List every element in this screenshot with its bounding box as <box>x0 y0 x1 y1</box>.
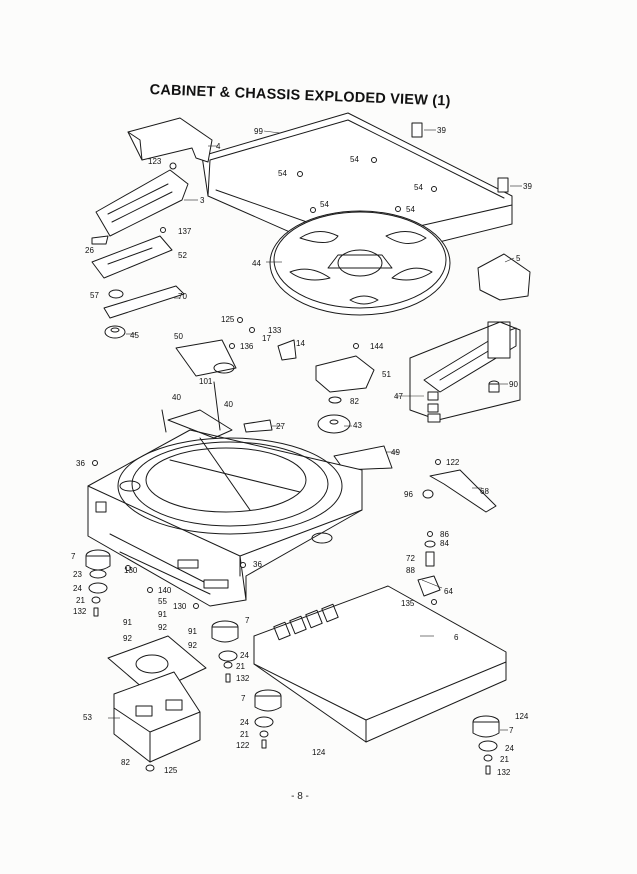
part-label: 54 <box>320 200 329 209</box>
part-label: 82 <box>121 758 130 767</box>
part-label: 45 <box>130 331 139 340</box>
part-label: 122 <box>236 741 250 750</box>
part-label: 7 <box>245 616 250 625</box>
part-label: 39 <box>523 182 532 191</box>
part-label: 91 <box>123 618 132 627</box>
part-label: 72 <box>406 554 415 563</box>
part-label: 5 <box>516 254 521 263</box>
part-label: 90 <box>509 380 518 389</box>
foot-right <box>473 716 499 774</box>
part-label: 84 <box>440 539 449 548</box>
part-label: 54 <box>414 183 423 192</box>
part-label: 17 <box>262 334 271 343</box>
part-label: 86 <box>440 530 449 539</box>
part-label: 27 <box>276 422 285 431</box>
foot-lower <box>255 690 281 748</box>
part-label: 7 <box>71 552 76 561</box>
upper-left-parts <box>92 118 212 338</box>
part-label: 70 <box>178 292 187 301</box>
part-label: 36 <box>253 560 262 569</box>
part-label: 99 <box>254 127 263 136</box>
bottom-plate <box>254 586 506 742</box>
part-label: 7 <box>509 726 514 735</box>
part-label: 36 <box>76 459 85 468</box>
part-label: 125 <box>221 315 235 324</box>
part-label: 4 <box>216 142 221 151</box>
part-label: 122 <box>446 458 460 467</box>
part-label: 125 <box>164 766 178 775</box>
part-label: 24 <box>73 584 82 593</box>
part-label: 40 <box>172 393 181 402</box>
part-label: 82 <box>350 397 359 406</box>
part-label: 6 <box>454 633 459 642</box>
part-label: 51 <box>382 370 391 379</box>
part-label: 130 <box>173 602 187 611</box>
part-label: 44 <box>252 259 261 268</box>
foot-left <box>86 550 110 616</box>
part-label: 123 <box>148 157 162 166</box>
part-label: 92 <box>158 623 167 632</box>
part-label: 14 <box>296 339 305 348</box>
part-label: 39 <box>437 126 446 135</box>
part-label: 130 <box>124 566 138 575</box>
disc-carousel <box>270 211 450 315</box>
part-label: 135 <box>401 599 415 608</box>
part-label: 140 <box>158 586 172 595</box>
part-label: 21 <box>240 730 249 739</box>
part-label: 21 <box>500 755 509 764</box>
part-label: 124 <box>312 748 326 757</box>
part-label: 24 <box>240 718 249 727</box>
part-label: 136 <box>240 342 254 351</box>
part-label: 7 <box>241 694 246 703</box>
part-label: 53 <box>83 713 92 722</box>
part-label: 132 <box>236 674 250 683</box>
part-label: 52 <box>178 251 187 260</box>
part-label: 68 <box>480 487 489 496</box>
part-label: 49 <box>391 448 400 457</box>
part-label: 54 <box>406 205 415 214</box>
foot-mid <box>212 621 238 682</box>
part-label: 24 <box>505 744 514 753</box>
part-label: 88 <box>406 566 415 575</box>
part-label: 92 <box>188 641 197 650</box>
part-label: 132 <box>497 768 511 777</box>
page-number: - 8 - <box>270 791 330 802</box>
part-label: 47 <box>394 392 403 401</box>
part-label: 23 <box>73 570 82 579</box>
part-label: 3 <box>200 196 205 205</box>
part-label: 132 <box>73 607 87 616</box>
part-label: 96 <box>404 490 413 499</box>
part-label: 50 <box>174 332 183 341</box>
part-label: 91 <box>188 627 197 636</box>
part-label: 137 <box>178 227 192 236</box>
part-label: 92 <box>123 634 132 643</box>
part-label: 43 <box>353 421 362 430</box>
part-label: 64 <box>444 587 453 596</box>
part-label: 54 <box>350 155 359 164</box>
mechanism-assembly <box>108 636 206 771</box>
part-label: 21 <box>236 662 245 671</box>
part-label: 101 <box>199 377 213 386</box>
part-label: 54 <box>278 169 287 178</box>
part-label: 124 <box>515 712 529 721</box>
part-label: 21 <box>76 596 85 605</box>
part-label: 40 <box>224 400 233 409</box>
part-label: 26 <box>85 246 94 255</box>
part-label: 144 <box>370 342 384 351</box>
part-label: 91 <box>158 610 167 619</box>
part-label: 55 <box>158 597 167 606</box>
part-label: 24 <box>240 651 249 660</box>
part-label: 57 <box>90 291 99 300</box>
